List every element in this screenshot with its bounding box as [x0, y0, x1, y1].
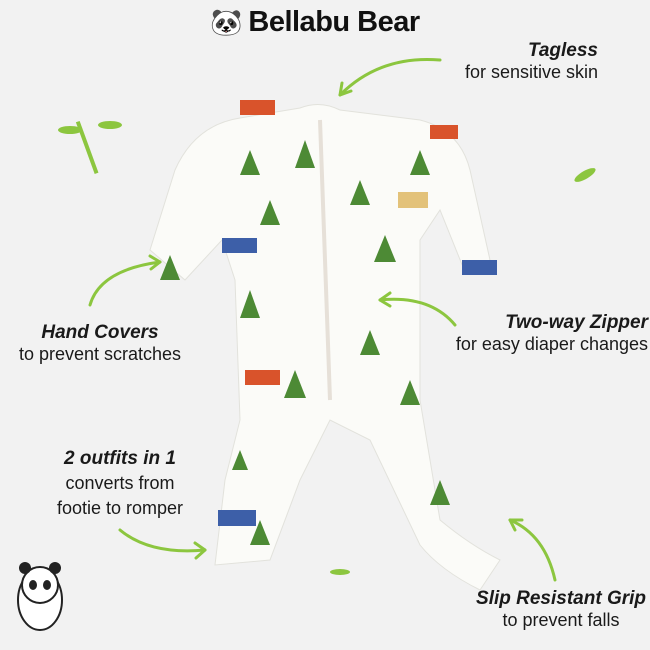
brand-logo: 🐼 Bellabu Bear	[210, 6, 420, 39]
feature-desc: to prevent falls	[502, 610, 620, 630]
brand-name: Bellabu Bear	[248, 6, 420, 38]
feature-title: 2 outfits in 1	[64, 448, 176, 469]
feature-2-in-1: 2 outfits in 1 converts from footie to r…	[20, 446, 220, 521]
feature-desc: for easy diaper changes	[455, 334, 648, 354]
panda-logo-icon: 🐼	[210, 7, 243, 37]
truck-pattern	[218, 100, 497, 526]
feature-title: Slip Resistant Grip	[476, 588, 646, 609]
feature-desc: footie to romper	[56, 498, 184, 518]
panda-mascot	[17, 562, 63, 631]
tree-pattern	[160, 140, 450, 545]
feature-tagless: Tagless for sensitive skin	[465, 40, 598, 83]
zipper	[318, 119, 332, 401]
bamboo-decoration	[58, 120, 596, 575]
feature-slip-resistant: Slip Resistant Grip to prevent falls	[476, 588, 646, 631]
feature-hand-covers: Hand Covers to prevent scratches	[0, 322, 200, 365]
feature-desc: to prevent scratches	[18, 344, 182, 364]
feature-title: Hand Covers	[41, 322, 159, 343]
feature-two-way-zipper: Two-way Zipper for easy diaper changes	[456, 312, 648, 355]
feature-desc: converts from	[65, 473, 175, 493]
feature-title: Tagless	[527, 40, 598, 61]
feature-title: Two-way Zipper	[505, 312, 648, 333]
pointer-arrows	[88, 57, 557, 582]
feature-desc: for sensitive skin	[464, 62, 598, 82]
